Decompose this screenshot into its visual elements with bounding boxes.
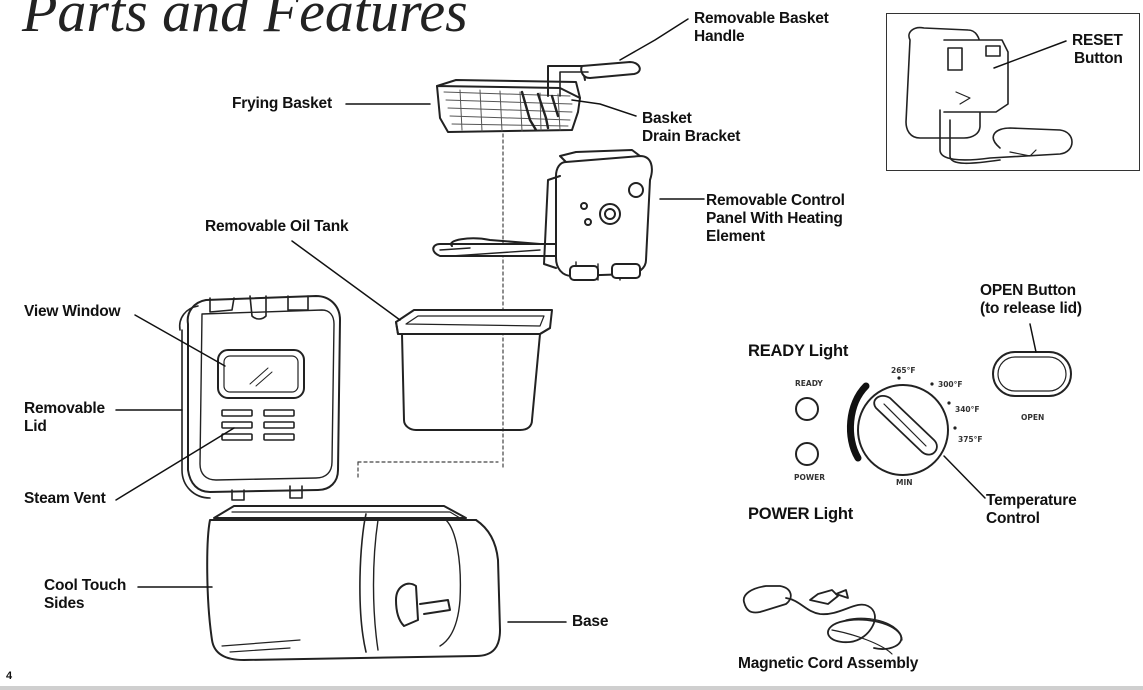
frying-basket-drawing bbox=[436, 61, 641, 133]
label-open-button: OPEN Button(to release lid) bbox=[980, 282, 1082, 317]
control-panel-drawing bbox=[432, 149, 653, 281]
label-removable-oil-tank: Removable Oil Tank bbox=[205, 218, 349, 235]
reset-button-inset bbox=[886, 13, 1140, 171]
reset-inset-drawing bbox=[905, 26, 1073, 165]
label-steam-vent: Steam Vent bbox=[24, 490, 106, 507]
base-drawing bbox=[206, 505, 501, 661]
marking-power: POWER bbox=[794, 473, 826, 482]
oil-tank-drawing bbox=[395, 309, 553, 431]
footer-bar bbox=[0, 686, 1143, 690]
open-button-drawing bbox=[992, 351, 1072, 397]
label-view-window: View Window bbox=[24, 303, 121, 320]
label-ready-light: READY Light bbox=[748, 342, 849, 360]
marking-ready: READY bbox=[795, 379, 823, 388]
marking-375f: 375°F bbox=[958, 435, 983, 444]
power-light-drawing bbox=[795, 442, 819, 466]
marking-300f: 300°F bbox=[938, 380, 963, 389]
label-frying-basket: Frying Basket bbox=[232, 95, 332, 112]
label-power-light: POWER Light bbox=[748, 505, 854, 523]
marking-340f: 340°F bbox=[955, 405, 980, 414]
page-title: Parts and Features bbox=[22, 0, 468, 44]
ready-light-drawing bbox=[795, 397, 819, 421]
marking-open: OPEN bbox=[1021, 413, 1045, 422]
marking-265f: 265°F bbox=[891, 366, 916, 375]
marking-min: MIN bbox=[896, 478, 913, 487]
assembly-guide-lines bbox=[357, 133, 504, 479]
leader-lines bbox=[115, 18, 1067, 623]
temperature-dial-drawing bbox=[846, 376, 957, 476]
label-magnetic-cord-assembly: Magnetic Cord Assembly bbox=[738, 655, 919, 672]
magnetic-cord-drawing bbox=[742, 585, 903, 655]
lid-drawing bbox=[178, 295, 341, 501]
label-base: Base bbox=[572, 613, 609, 630]
page-number: 4 bbox=[6, 670, 13, 682]
